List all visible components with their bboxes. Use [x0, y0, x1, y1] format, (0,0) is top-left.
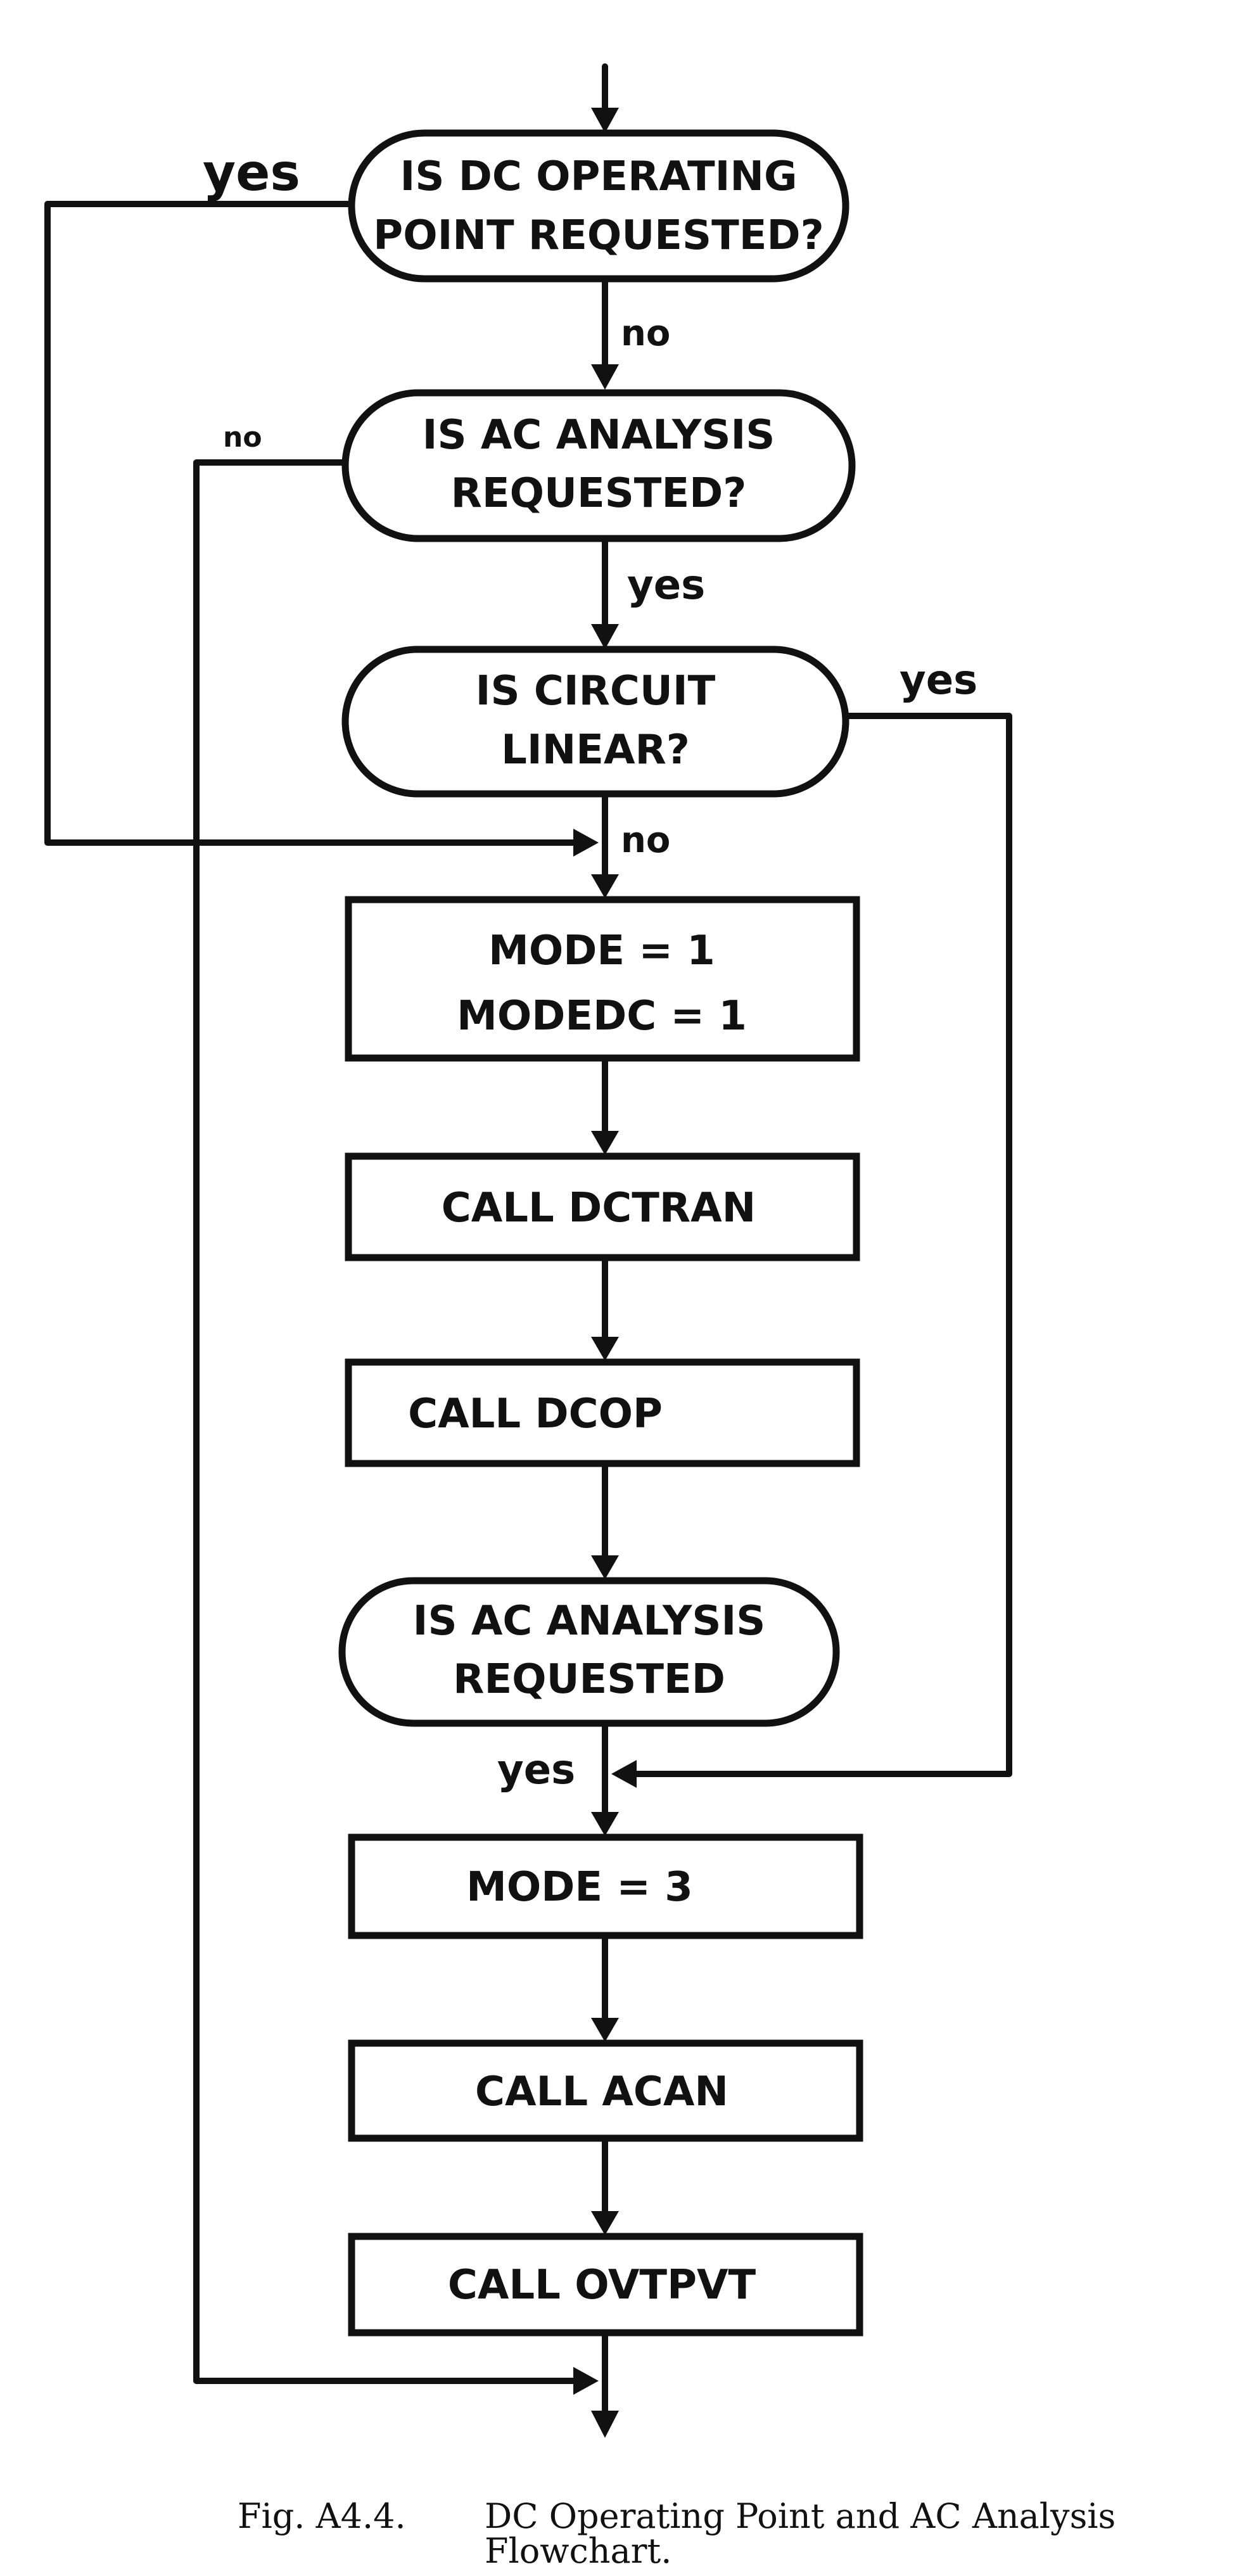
arrowhead-dctran: [591, 1131, 619, 1155]
edge-labels: yes no no yes yes no yes: [203, 143, 977, 1794]
arrowhead-outpot: [591, 2211, 619, 2235]
caption-label: Fig. A4.4.: [238, 2496, 406, 2536]
connectors: [44, 63, 1012, 2433]
process-mode-line1: MODE = 1: [488, 928, 715, 974]
arrowhead-exit: [591, 2411, 619, 2438]
edge-label-ac2-yes: yes: [497, 1747, 575, 1794]
process-dcop-label: CALL DCOP: [408, 1391, 663, 1438]
process-call-acan: CALL ACAN: [348, 2039, 863, 2142]
arrowhead-linear-no: [591, 874, 619, 898]
arrowheads: [573, 108, 637, 2438]
decision-ac2-line1: IS AC ANALYSIS: [413, 1598, 766, 1645]
decision-dc-op-requested: IS DC OPERATING POINT REQUESTED?: [348, 129, 849, 283]
arrowhead-dcop: [591, 1337, 619, 1361]
arrowhead-linear-yes: [611, 1760, 637, 1788]
arrowhead-dc-yes: [573, 829, 599, 857]
decision-linear-line2: LINEAR?: [501, 727, 690, 774]
edge-label-linear-yes: yes: [900, 657, 977, 704]
decision-ac-requested-2: IS AC ANALYSIS REQUESTED: [338, 1577, 840, 1727]
decision-dc-op-line2: POINT REQUESTED?: [373, 212, 824, 259]
caption-text-line1: DC Operating Point and AC Analysis: [485, 2496, 1116, 2536]
decision-ac1-line2: REQUESTED?: [451, 470, 747, 517]
process-call-dctran: CALL DCTRAN: [345, 1152, 860, 1261]
process-dctran-label: CALL DCTRAN: [442, 1185, 756, 1232]
process-call-dcop: CALL DCOP: [345, 1358, 860, 1467]
edge-linear-yes-line: [621, 713, 1012, 1777]
arrowhead-acan: [591, 2018, 619, 2042]
edge-label-ac1-no: no: [223, 421, 262, 454]
process-mode-dc: MODE = 1 MODEDC = 1: [345, 896, 860, 1062]
edge-ac1-no-line: [193, 459, 592, 2384]
arrowhead-ac1-no: [573, 2367, 599, 2395]
edge-label-ac1-yes: yes: [627, 562, 705, 609]
process-mode3-label: MODE = 3: [466, 1864, 693, 1911]
process-outpot-label: CALL OVTPVT: [448, 2262, 756, 2309]
decision-ac-requested-1: IS AC ANALYSIS REQUESTED?: [341, 389, 856, 542]
decision-ac1-line1: IS AC ANALYSIS: [423, 412, 775, 459]
figure-caption: Fig. A4.4. DC Operating Point and AC Ana…: [238, 2496, 1116, 2571]
decision-ac2-line2: REQUESTED: [453, 1656, 725, 1703]
edge-dc-yes-line: [44, 201, 592, 846]
arrowhead-dc-no: [591, 364, 619, 390]
decision-circuit-linear: IS CIRCUIT LINEAR?: [341, 646, 849, 798]
decision-dc-op-line1: IS DC OPERATING: [400, 153, 798, 200]
process-mode-3: MODE = 3: [348, 1833, 863, 1939]
process-acan-label: CALL ACAN: [475, 2069, 728, 2115]
caption-text-line2: Flowchart.: [485, 2531, 671, 2571]
decision-linear-line1: IS CIRCUIT: [476, 668, 716, 715]
arrowhead-entry: [591, 108, 619, 133]
arrowhead-ac1-yes: [591, 624, 619, 649]
process-mode-line2: MODEDC = 1: [457, 993, 747, 1040]
arrowhead-ac2: [591, 1555, 619, 1579]
edge-label-dc-yes: yes: [203, 143, 300, 202]
arrowhead-ac2-yes: [591, 1812, 619, 1836]
edge-label-linear-no: no: [621, 820, 670, 861]
edge-label-dc-no: no: [621, 313, 670, 354]
process-call-outpot: CALL OVTPVT: [348, 2233, 863, 2337]
